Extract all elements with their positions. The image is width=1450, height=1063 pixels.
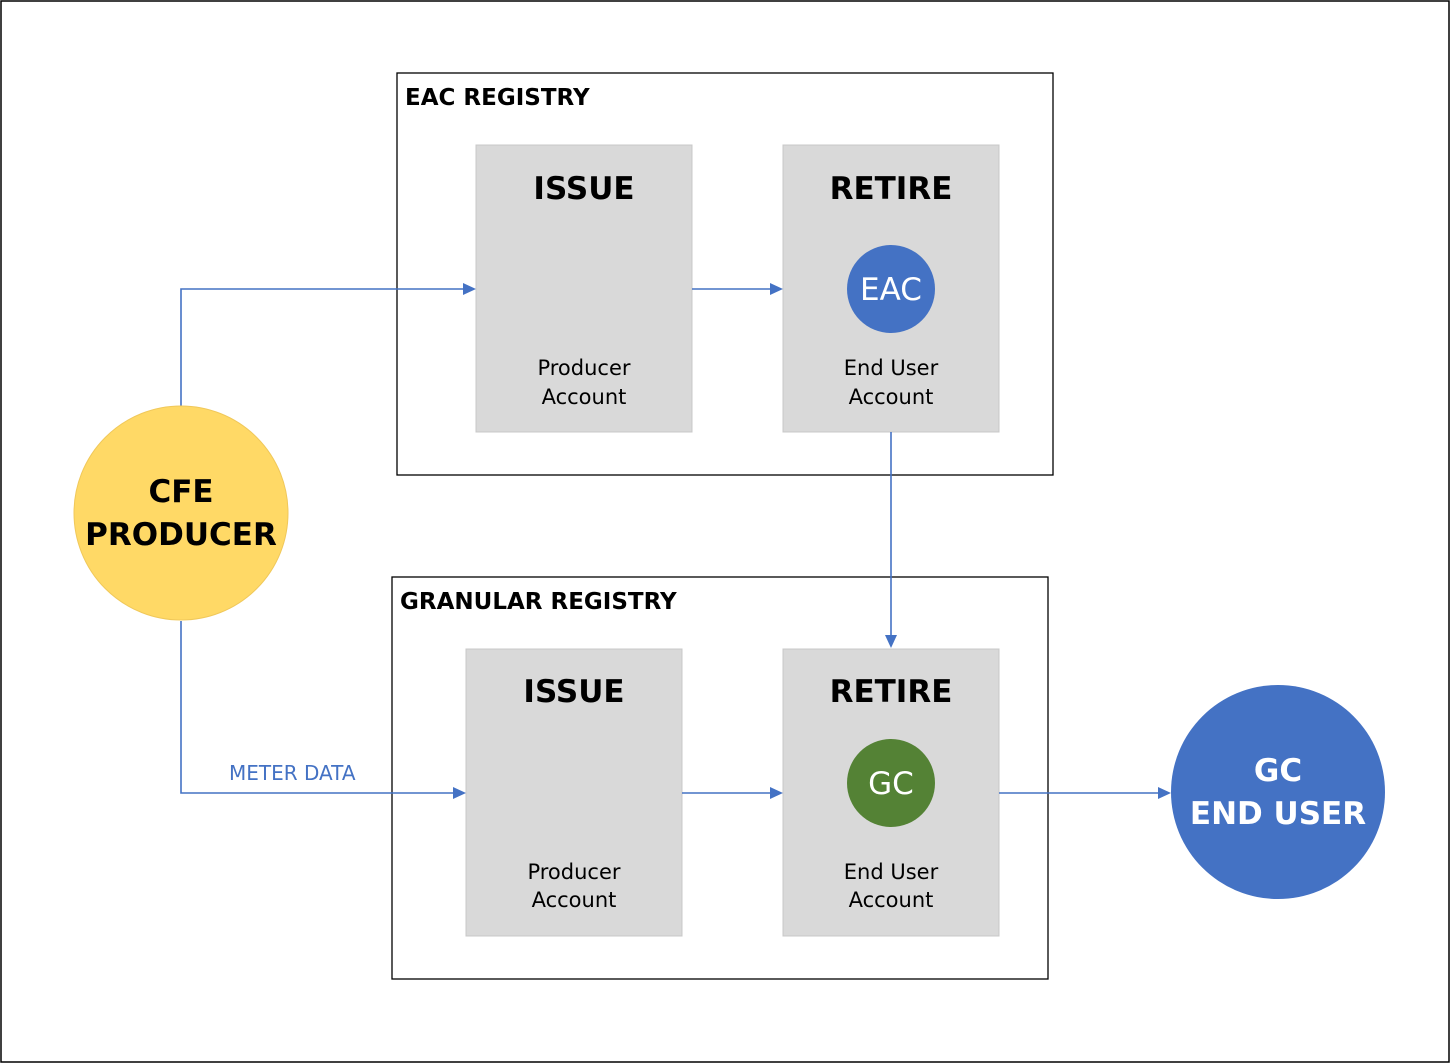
gc-token-label: GC: [868, 766, 914, 802]
granular-retire-step: RETIRE GC End User Account: [782, 648, 1000, 937]
granular-retire-account-line2: Account: [849, 888, 934, 912]
granular-issue-title: ISSUE: [523, 674, 624, 710]
granular-registry-title: GRANULAR REGISTRY: [400, 589, 677, 615]
eac-issue-title: ISSUE: [533, 171, 634, 207]
granular-issue-box: [465, 648, 683, 937]
granular-issue-account-line1: Producer: [527, 860, 620, 884]
meter-data-label: METER DATA: [229, 761, 356, 785]
producer-to-granular-issue-arrowhead: [453, 787, 466, 799]
gc-end-user-circle: [1171, 685, 1385, 899]
eac-retire-account-line2: Account: [849, 385, 934, 409]
granular-retire-account-line1: End User: [844, 860, 939, 884]
gc-token-circle: [847, 739, 935, 827]
gc-end-user-label-line2: END USER: [1190, 796, 1366, 832]
eac-retire-account-line1: End User: [844, 356, 939, 380]
granular-retire-title: RETIRE: [830, 674, 953, 710]
eac-issue-step: ISSUE Producer Account: [475, 144, 693, 433]
eac-registry-title: EAC REGISTRY: [405, 85, 590, 111]
producer-to-eac-issue-arrow: [180, 288, 464, 406]
eac-retire-to-granular-retire-arrowhead: [885, 635, 897, 648]
eac-retire-title: RETIRE: [830, 171, 953, 207]
granular-registry: GRANULAR REGISTRY ISSUE Producer Account…: [391, 576, 1049, 980]
producer-to-eac-issue-arrowhead: [463, 283, 476, 295]
eac-token-label: EAC: [860, 272, 922, 308]
producer-to-granular-issue-arrow: [180, 621, 454, 794]
eac-retire-step: RETIRE EAC End User Account: [782, 144, 1000, 433]
eac-issue-account-line1: Producer: [537, 356, 630, 380]
eac-registry: EAC REGISTRY ISSUE Producer Account RETI…: [396, 72, 1054, 476]
eac-issue-box: [475, 144, 693, 433]
granular-issue-step: ISSUE Producer Account: [465, 648, 683, 937]
eac-issue-account-line2: Account: [542, 385, 627, 409]
granular-issue-account-line2: Account: [532, 888, 617, 912]
gc-end-user-node: GC END USER: [1171, 685, 1385, 899]
gc-end-user-label-line1: GC: [1254, 753, 1302, 789]
eac-token-circle: [847, 245, 935, 333]
granular-issue-to-retire-arrowhead: [770, 787, 783, 799]
eac-issue-to-retire-arrowhead: [770, 283, 783, 295]
cfe-producer-circle: [73, 405, 289, 621]
cfe-producer-node: CFE PRODUCER: [73, 405, 289, 621]
granular-retire-to-end-user-arrowhead: [1158, 787, 1171, 799]
connectors: METER DATA: [180, 283, 1171, 799]
cfe-producer-label-line1: CFE: [148, 474, 213, 510]
cfe-producer-label-line2: PRODUCER: [85, 517, 277, 553]
